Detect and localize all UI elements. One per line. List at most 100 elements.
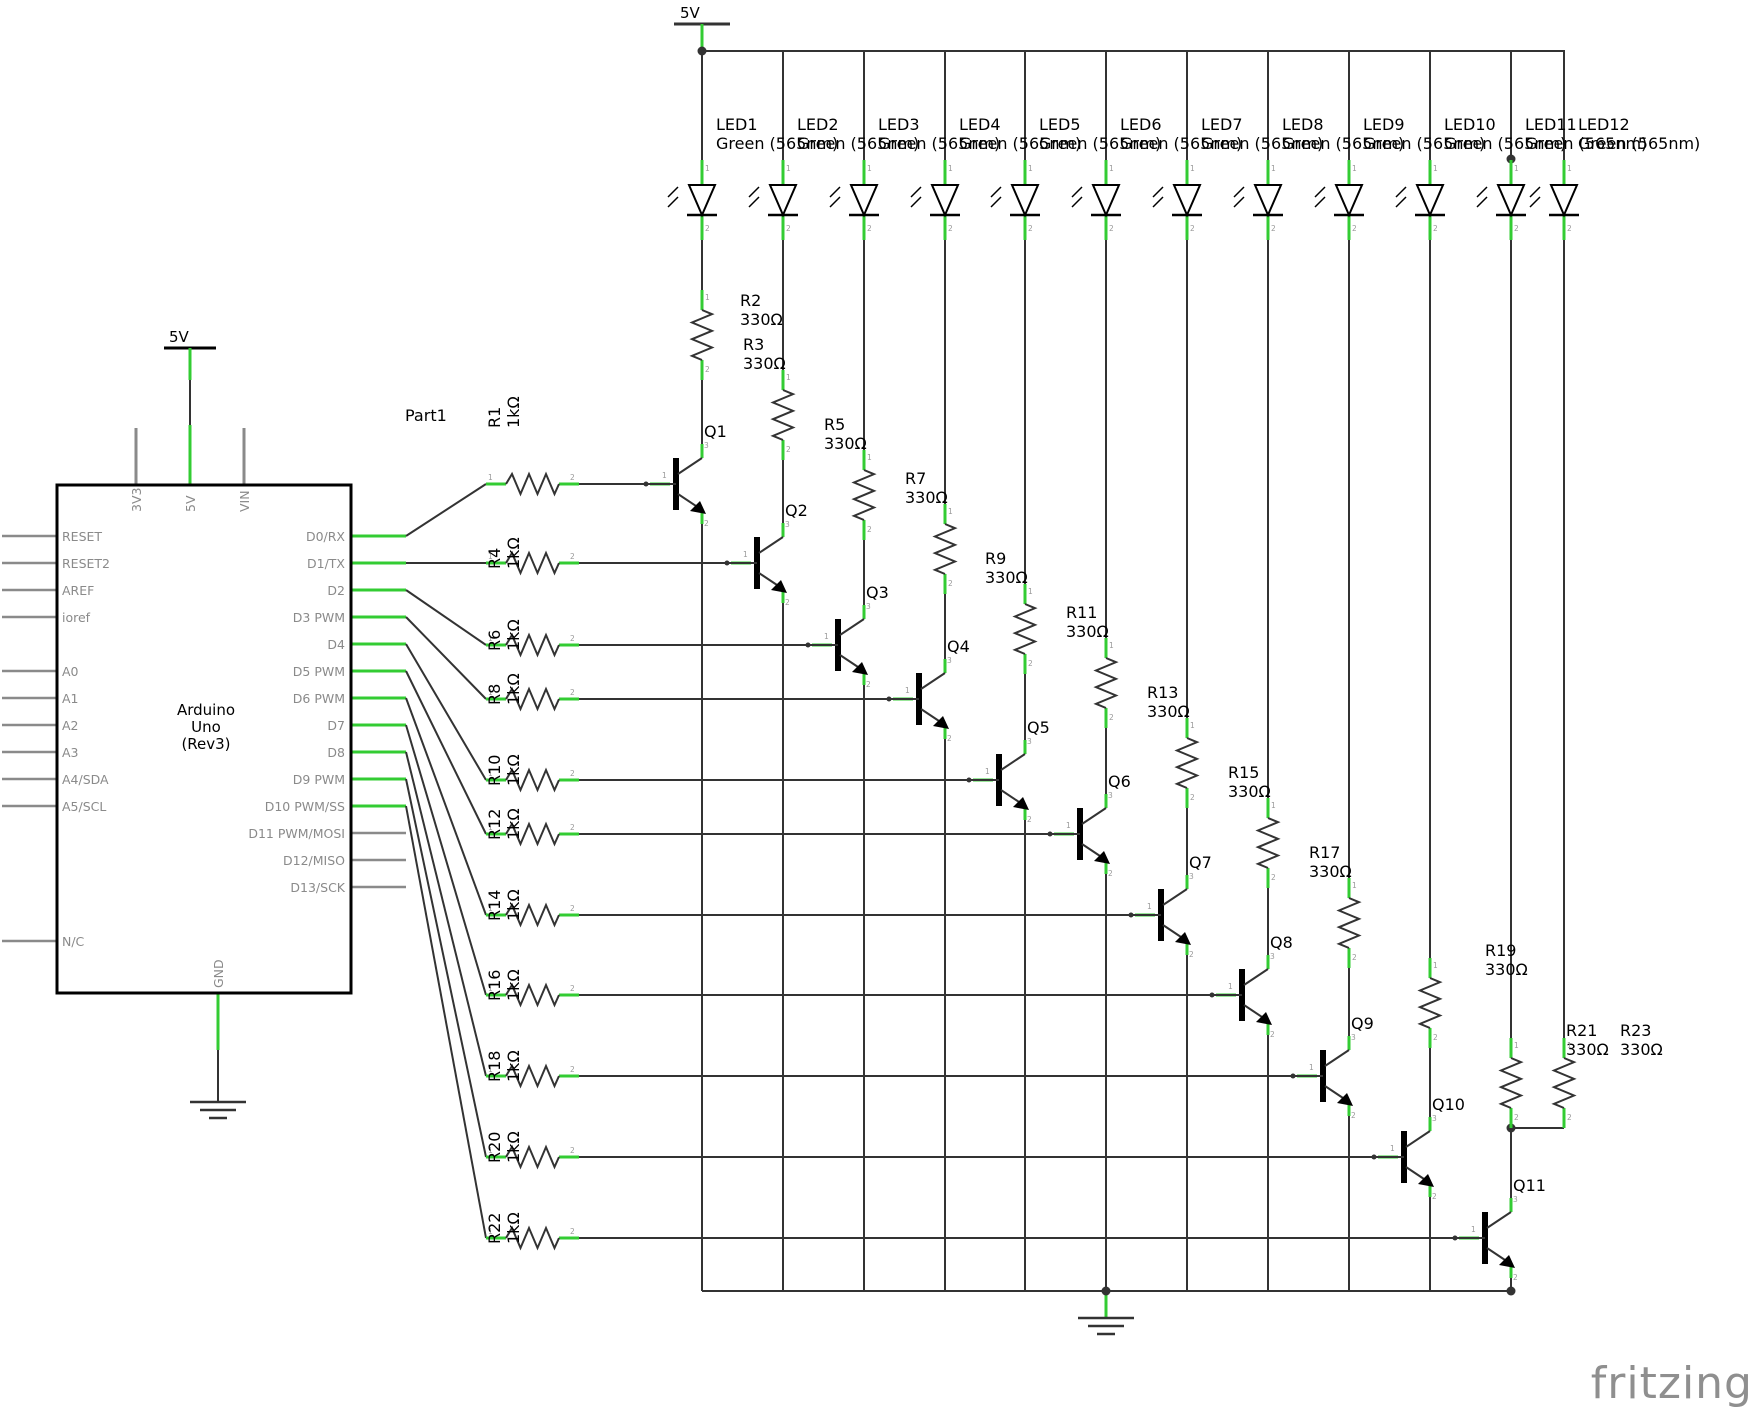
pin-number: 1	[1567, 1041, 1572, 1050]
pin-number: 2	[948, 224, 953, 233]
led-name-label: LED11	[1525, 115, 1577, 134]
transistor-emitter-arrow	[1175, 932, 1191, 945]
pin-number: 3	[1432, 1114, 1437, 1123]
base-resistor-value: 1kΩ	[504, 808, 523, 840]
pin-number: 1	[948, 507, 953, 516]
fanout-wire	[405, 778, 487, 1158]
base-resistor	[505, 686, 560, 712]
pin-number: 1	[488, 984, 493, 993]
led-name-label: LED10	[1444, 115, 1496, 134]
pin-number: 2	[1351, 1111, 1356, 1120]
transistor-emitter-arrow	[1337, 1093, 1353, 1106]
right-pin-label: D1/TX	[307, 556, 345, 571]
led-resistor-value: 330Ω	[1228, 782, 1271, 801]
pin-number: 1	[1228, 982, 1233, 991]
base-resistor-name: R8	[485, 684, 504, 705]
pin-number: 1	[743, 550, 748, 559]
led-name-label: LED8	[1282, 115, 1324, 134]
fanout-wire	[405, 643, 487, 781]
pin-number: 1	[1514, 164, 1519, 173]
led-color-label: Green (565nm)	[797, 134, 919, 153]
led-resistor-name: R11	[1066, 603, 1097, 622]
led-resistor	[1174, 737, 1200, 789]
pin-number: 1	[1271, 164, 1276, 173]
pin-number: 3	[866, 602, 871, 611]
transistor-emitter-arrow	[1418, 1174, 1434, 1187]
pin-number: 2	[1028, 224, 1033, 233]
led-diode-body	[1496, 184, 1526, 218]
transistor-label: Q10	[1432, 1095, 1465, 1114]
base-resistor	[505, 550, 560, 576]
pin-number: 1	[1352, 164, 1357, 173]
base-resistor	[505, 1063, 560, 1089]
led-resistor	[932, 523, 958, 575]
pin-number: 2	[570, 823, 575, 832]
pin-number: 3	[1108, 791, 1113, 800]
led-color-label: Green (565nm)	[959, 134, 1081, 153]
components	[55, 184, 1579, 1268]
pin-number: 3	[704, 441, 709, 450]
pin-number: 1	[1028, 587, 1033, 596]
fanout-wire	[405, 751, 487, 1077]
led-color-label: Green (565nm)	[1120, 134, 1242, 153]
base-resistor-name: R14	[485, 890, 504, 921]
pin-number: 2	[704, 519, 709, 528]
left-pin-label: RESET2	[62, 556, 110, 571]
base-resistor-name: R22	[485, 1213, 504, 1244]
base-resistor-value: 1kΩ	[504, 537, 523, 569]
arduino-body	[55, 483, 353, 995]
transistor-collector	[758, 536, 784, 554]
transistor-label: Q4	[947, 637, 970, 656]
led-diode-body	[930, 184, 960, 218]
base-resistor-name: R12	[485, 809, 504, 840]
left-pin-label: A4/SDA	[62, 772, 109, 787]
led-color-label: Green (565nm)	[1525, 134, 1647, 153]
transistor-collector	[1324, 1049, 1350, 1067]
pin-number: 1	[488, 1227, 493, 1236]
right-pin-label: D12/MISO	[283, 853, 345, 868]
pin-number: 1	[867, 164, 872, 173]
left-pin-label: RESET	[62, 529, 102, 544]
led-resistor-name: R3	[743, 335, 764, 354]
led-resistor-value: 330Ω	[740, 310, 783, 329]
led-light-arrow	[990, 196, 1002, 208]
fanout-wire	[405, 589, 487, 646]
led-diode-body	[849, 184, 879, 218]
led-resistor	[1336, 897, 1362, 949]
fritzing-watermark: fritzing	[1590, 1358, 1753, 1409]
right-pin-label: D10 PWM/SS	[265, 799, 345, 814]
fanout-wire	[405, 697, 487, 916]
led-resistor-value: 330Ω	[905, 488, 948, 507]
power-label-top: 5V	[680, 4, 701, 22]
pin-number: 1	[1028, 164, 1033, 173]
transistor-label: Q9	[1351, 1014, 1374, 1033]
led-resistor-name: R7	[905, 469, 926, 488]
led-name-label: LED1	[716, 115, 758, 134]
transistor-emitter-arrow	[852, 662, 868, 675]
arduino-model: Uno	[191, 718, 221, 736]
led-color-label: Green (565nm)	[716, 134, 838, 153]
led-diode-body	[687, 184, 717, 218]
led-diode-body	[768, 184, 798, 218]
right-pin-label: D0/RX	[306, 529, 345, 544]
base-resistor-value: 1kΩ	[504, 1131, 523, 1163]
pin-number: 2	[570, 1146, 575, 1155]
pin-number: 1	[948, 164, 953, 173]
left-pin-label: ioref	[62, 610, 91, 625]
pin-number: 1	[1433, 961, 1438, 970]
transistor-collector	[1000, 753, 1026, 771]
pin-number: 1	[1514, 1041, 1519, 1050]
led-resistor-name: R5	[824, 415, 845, 434]
right-pin-label: D3 PWM	[293, 610, 345, 625]
pin-number: 1	[1271, 801, 1276, 810]
pin-number: 1	[488, 823, 493, 832]
transistor-collector	[839, 618, 865, 636]
fanout-wire	[405, 724, 487, 996]
pin-number: 2	[1189, 950, 1194, 959]
pin-number: 2	[1432, 1192, 1437, 1201]
led-diode-body	[1334, 184, 1364, 218]
base-resistor	[505, 632, 560, 658]
led-resistor-value: 330Ω	[1147, 702, 1190, 721]
pin-number: 1	[905, 686, 910, 695]
led-light-arrow	[1314, 196, 1326, 208]
